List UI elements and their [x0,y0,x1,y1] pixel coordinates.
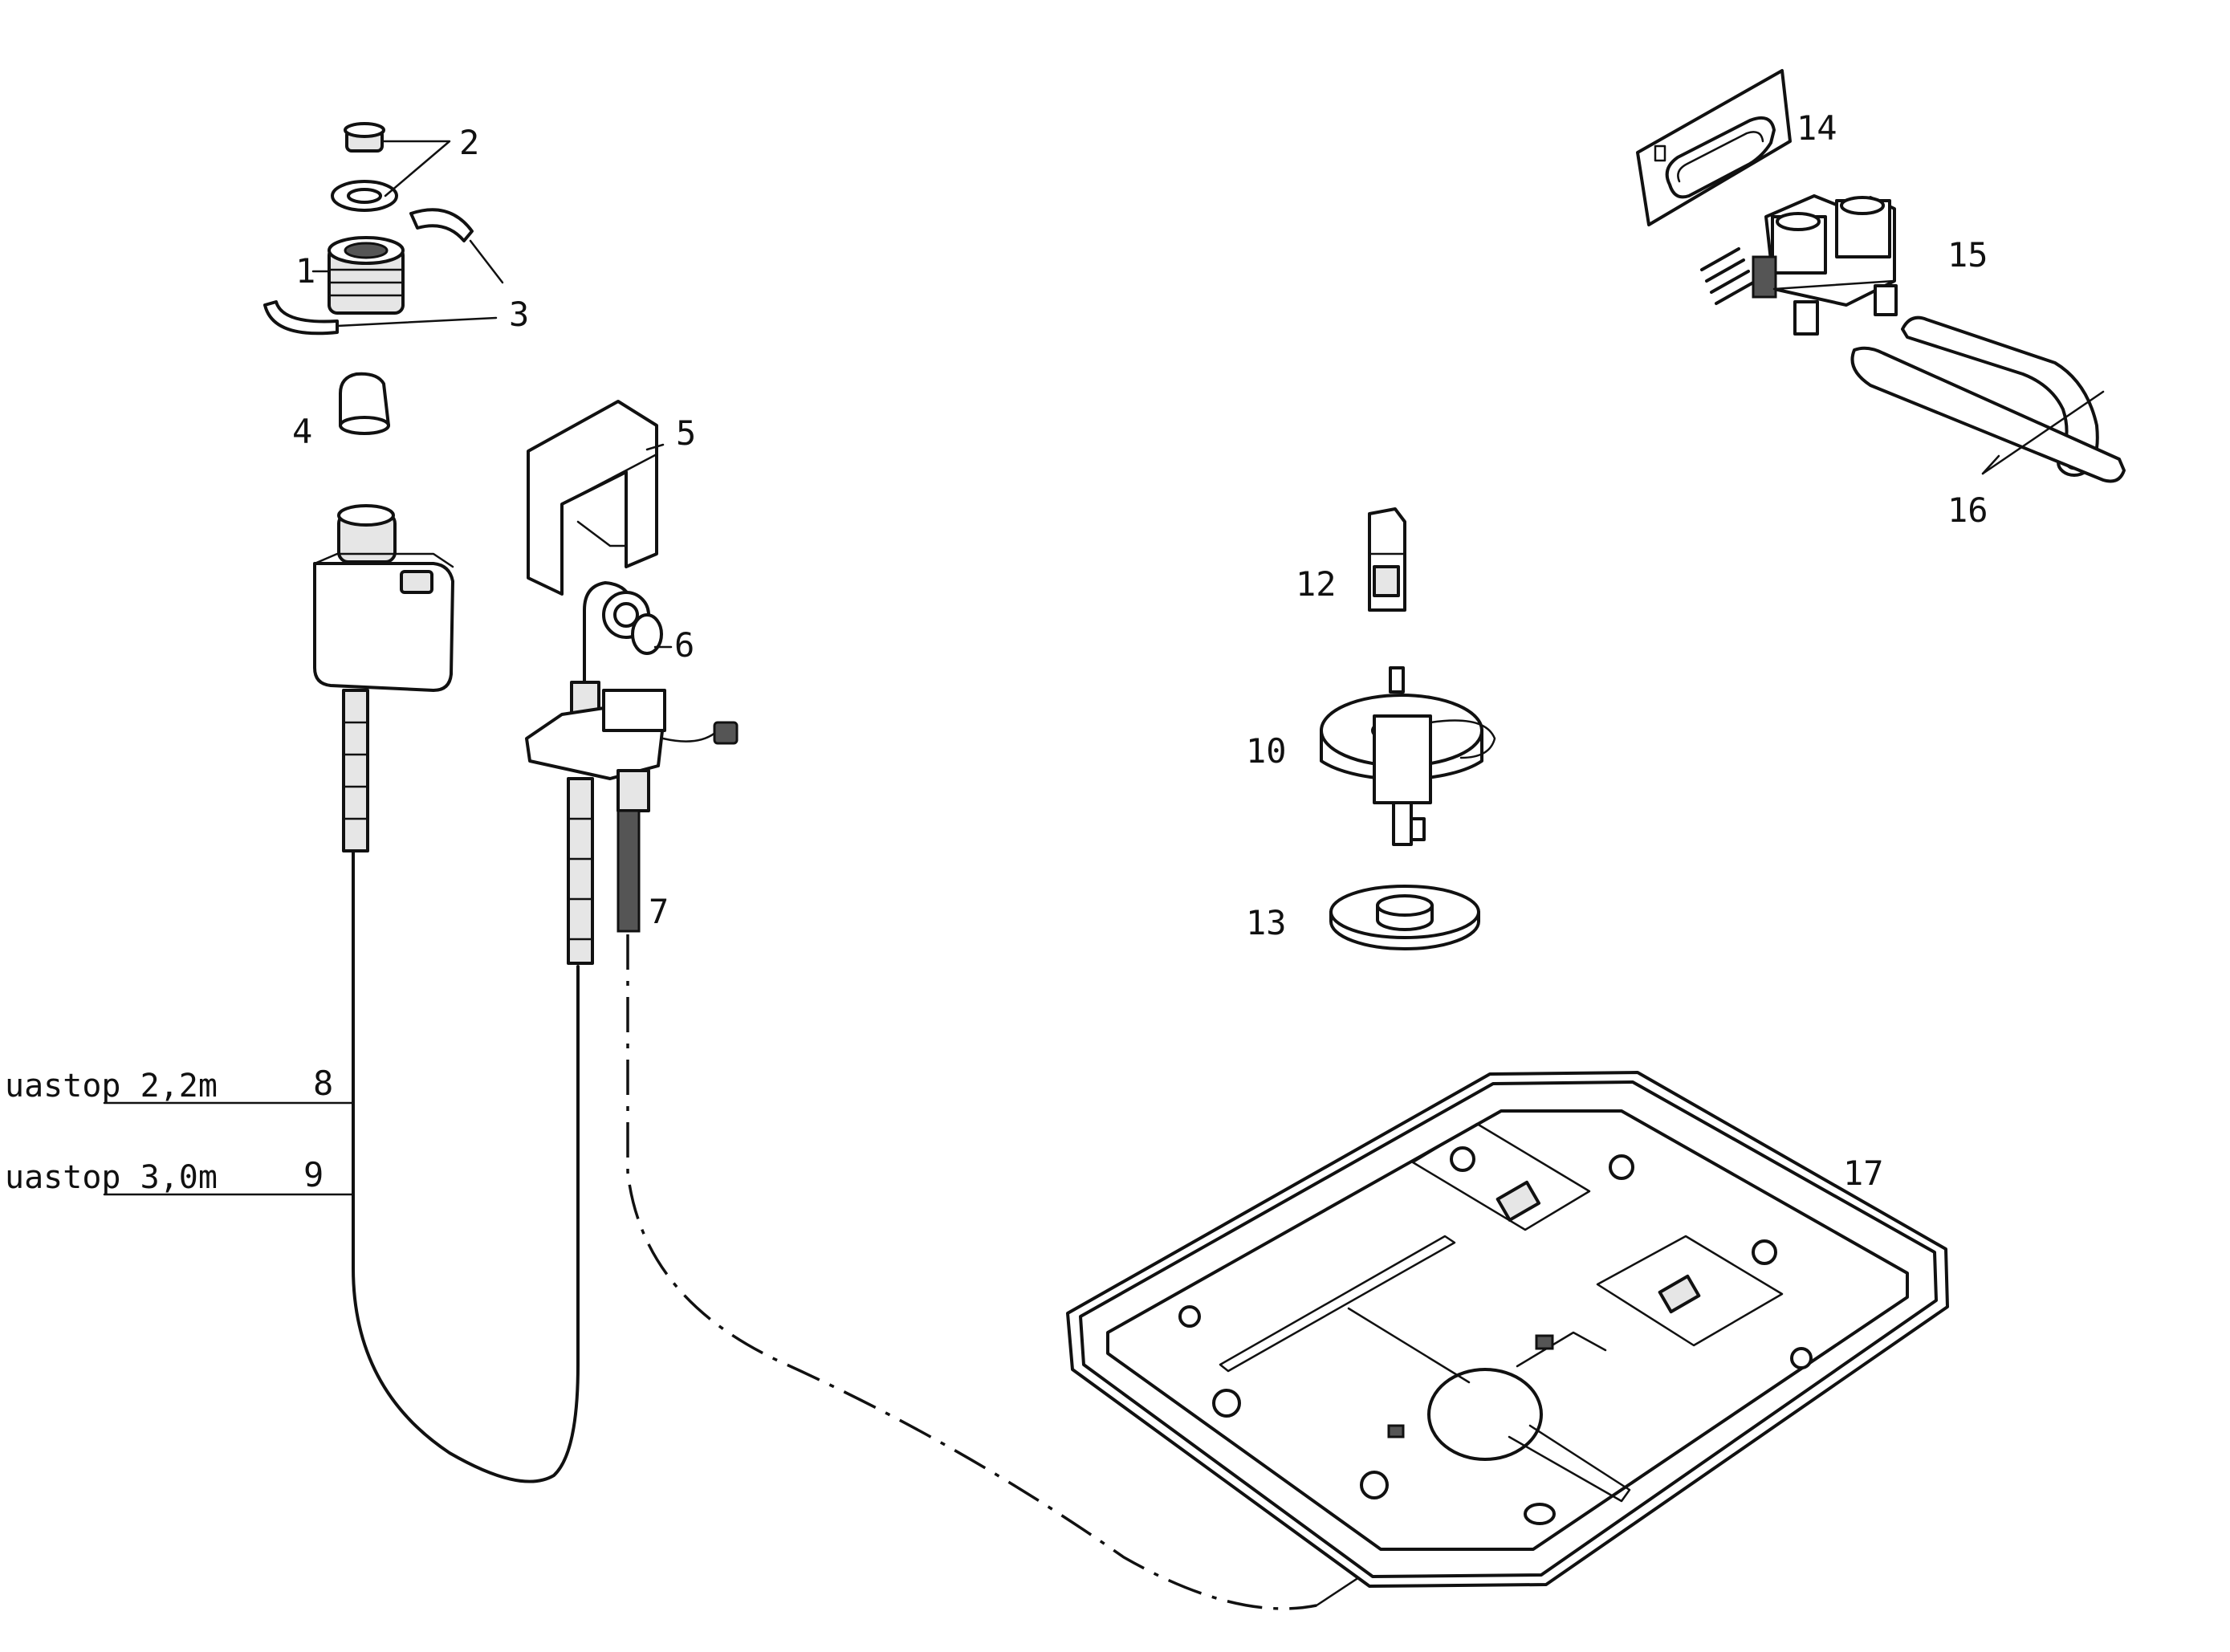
label-part-1: 1 [295,251,315,291]
label-part-2: 2 [459,123,479,162]
part-16-hoses [1850,315,2126,483]
label-part-8: 8 [313,1064,333,1103]
part-2-cap-and-washer [331,122,451,212]
label-part-3: 3 [509,295,529,334]
part-17-base-tray [1066,1071,1949,1588]
part-4-cap [339,372,390,435]
part-14-gasket-plate [1636,69,1792,226]
aquastop-valve-box [313,504,580,1483]
label-part-5: 5 [676,413,696,453]
label-hose-2-2m: uastop 2,2m [5,1068,218,1105]
label-part-16: 16 [1947,490,1988,530]
hose-length-leaders [103,1101,355,1196]
part-3-clips [263,208,504,336]
label-part-9: 9 [303,1155,324,1194]
label-part-10: 10 [1246,731,1287,771]
label-part-7: 7 [649,892,669,931]
label-part-14: 14 [1797,108,1837,148]
part-6-7-hose-assembly [525,581,1479,1610]
part-12-clip [1368,507,1406,612]
label-part-12: 12 [1296,564,1337,604]
label-part-17: 17 [1843,1154,1884,1193]
part-labels: 1 2 3 4 5 6 7 8 9 10 12 13 14 15 16 17 u… [5,108,1988,1196]
part-15-double-valve [1700,194,1898,336]
part-1-threaded-fitting [311,236,405,315]
label-part-4: 4 [292,412,312,451]
label-part-15: 15 [1947,235,1988,275]
label-part-13: 13 [1246,903,1287,942]
part-5-cover [527,400,665,596]
part-13-disc [1329,885,1480,950]
label-hose-3-0m: uastop 3,0m [5,1159,218,1196]
part-10-float [1320,666,1496,846]
label-part-6: 6 [674,625,694,665]
